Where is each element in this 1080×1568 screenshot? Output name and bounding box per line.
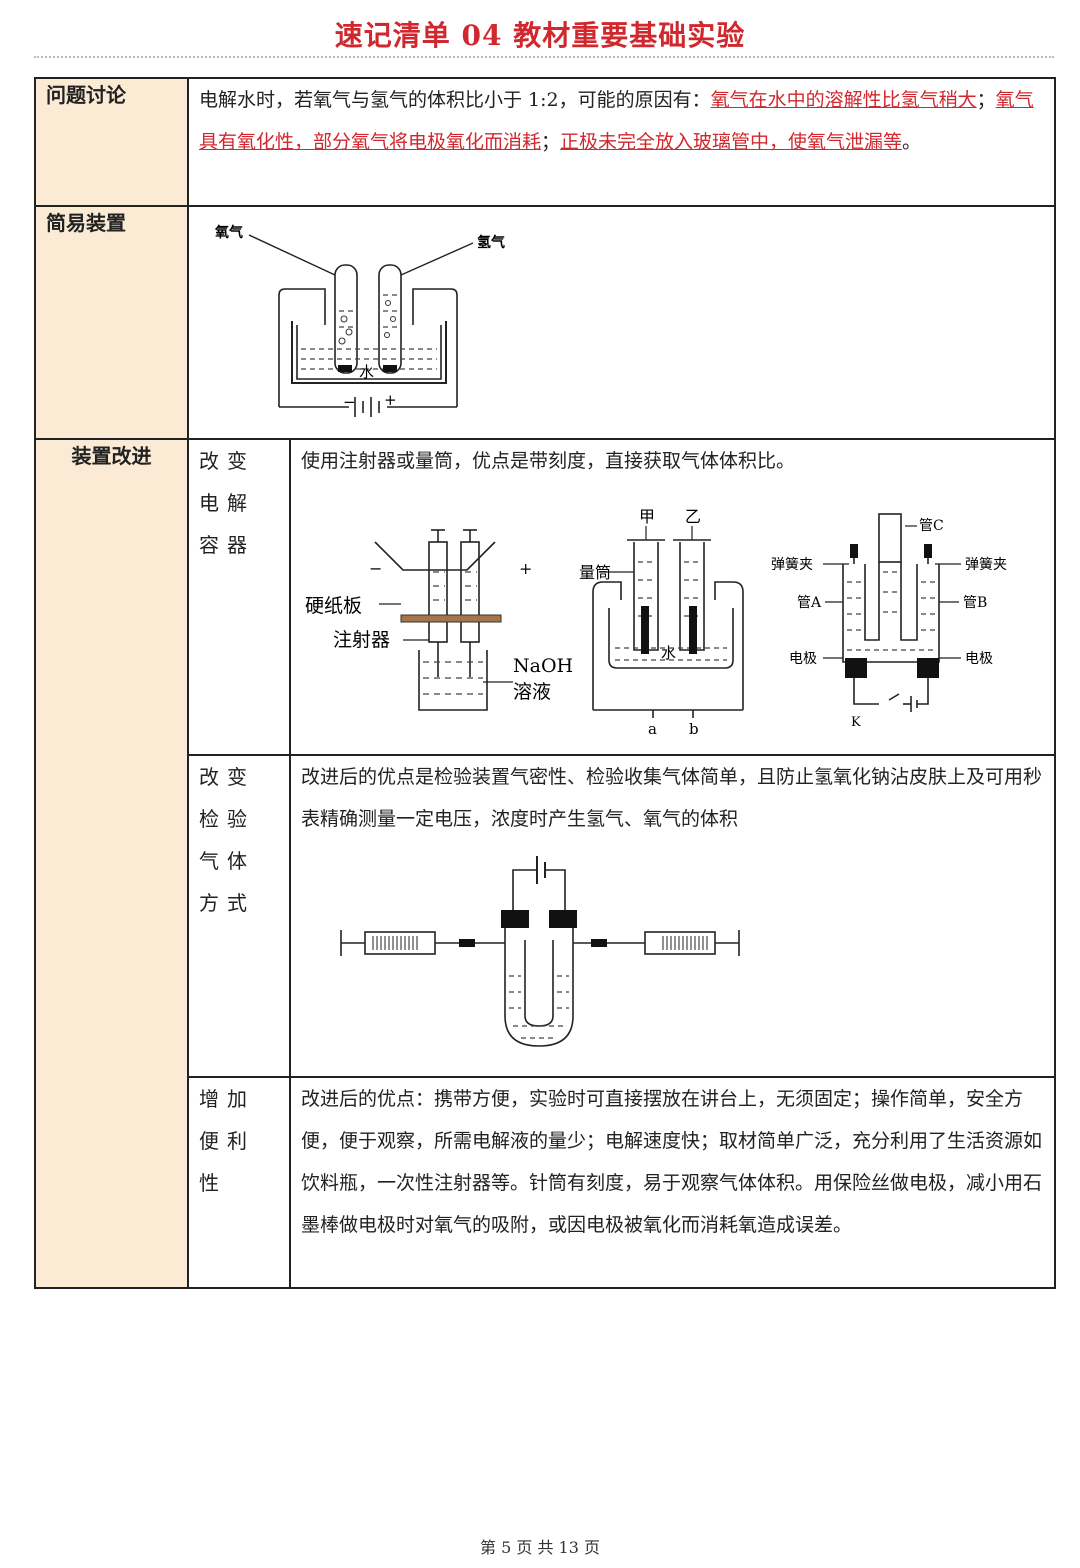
row-label: 问题讨论 <box>46 83 126 107</box>
sub-label: 改变电解容器 <box>199 449 255 557</box>
label-oxygen: 氧气 <box>214 224 243 241</box>
container-content-cell: 使用注射器或量筒，优点是带刻度，直接获取气体体积比。 <box>289 438 1056 756</box>
fig3-tube-c-label: 管C <box>919 518 944 534</box>
row-change-container: 装置改进 改变电解容器 使用注射器或量筒，优点是带刻度，直接获取气体体积比。 <box>34 438 1056 1289</box>
row-label-cell: 问题讨论 <box>34 77 189 207</box>
fig3-tube-a-label: 管A <box>797 595 822 611</box>
row-convenience: 增加便利性 改进后的优点：携带方便，实验时可直接摆放在讲台上，无须固定；操作简单… <box>35 1076 1056 1289</box>
label-positive: + <box>384 391 397 409</box>
fig2-cylinder-label: 量筒 <box>579 563 611 582</box>
row-label-cell: 装置改进 <box>34 438 189 1289</box>
sub-label: 增加便利性 <box>199 1087 255 1195</box>
container-figures: − + 硬纸板 注射器 NaOH 溶液 <box>305 507 1007 738</box>
discussion-prefix: 电解水时，若氧气与氢气的体积比小于 1:2，可能的原因有： <box>199 89 711 111</box>
detection-text: 改进后的优点是检验装置气密性、检验收集气体简单，且防止氢氧化钠沾皮肤上及可用秒表… <box>301 766 1043 830</box>
fig2-water-label: 水 <box>661 644 676 662</box>
row-label-cell: 简易装置 <box>34 205 189 440</box>
fig1-board-label: 硬纸板 <box>305 595 362 617</box>
answer-sep-1: ； <box>976 89 996 111</box>
label-hydrogen: 氢气 <box>477 234 505 251</box>
fig3-k-label: K <box>851 715 861 730</box>
sub-label: 改变检验气体方式 <box>199 765 255 915</box>
fig2-a-label: a <box>648 720 657 738</box>
convenience-text: 改进后的优点：携带方便，实验时可直接摆放在讲台上，无须固定；操作简单，安全方便，… <box>301 1088 1043 1236</box>
sub-label-cell: 增加便利性 <box>187 1076 291 1289</box>
fig1-syringe-label: 注射器 <box>333 629 390 651</box>
fig2-yi-label: 乙 <box>685 507 701 526</box>
answer-sep-2: ； <box>541 131 561 153</box>
row-change-detection: 改变检验气体方式 改进后的优点是检验装置气密性、检验收集气体简单，且防止氢氧化钠… <box>35 754 1056 1078</box>
label-water: 水 <box>359 363 374 381</box>
answer-1: 氧气在水中的溶解性比氢气稍大 <box>710 89 977 111</box>
page-title: 速记清单 04 教材重要基础实验 <box>334 19 746 52</box>
answer-3: 正极未完全放入玻璃管中，使氧气泄漏等 <box>560 131 903 153</box>
page-footer: 第 5 页 共 13 页 <box>480 1538 600 1557</box>
fig2-b-label: b <box>689 720 699 738</box>
fig1-plus: + <box>519 559 532 578</box>
electrolysis-apparatus-figure: 氧气 氢气 水 − + <box>214 224 505 417</box>
fig3-electrode-left-label: 电极 <box>789 651 817 667</box>
answer-2: 氧气具有氧化性，部分氧气将电极氧化而消耗 <box>199 89 1034 153</box>
fig3-tube-b-label: 管B <box>963 595 987 611</box>
detection-content-cell: 改进后的优点是检验装置气密性、检验收集气体简单，且防止氢氧化钠沾皮肤上及可用秒表… <box>289 754 1056 1078</box>
fig3-electrode-right-label: 电极 <box>965 651 993 667</box>
fig2-jia-label: 甲 <box>639 507 655 526</box>
u-tube-syringe-figure <box>340 856 740 1047</box>
row-label: 简易装置 <box>46 211 126 235</box>
row-simple-apparatus: 简易装置 <box>34 205 1056 440</box>
title-divider <box>34 56 1054 58</box>
row-discussion: 问题讨论 电解水时，若氧气与氢气的体积比小于 1:2，可能的原因有：氧气在水中的… <box>34 77 1056 207</box>
discussion-text-cell: 电解水时，若氧气与氢气的体积比小于 1:2，可能的原因有：氧气在水中的溶解性比氢… <box>187 77 1056 207</box>
simple-figure-cell: 氧气 氢气 水 − + <box>187 205 1056 440</box>
row-label: 装置改进 <box>71 444 152 468</box>
sub-label-cell: 改变检验气体方式 <box>187 754 291 1078</box>
sub-label-cell: 改变电解容器 <box>187 438 291 756</box>
discussion-suffix: 。 <box>902 131 922 153</box>
fig1-solution-label: 溶液 <box>513 681 551 703</box>
fig1-naoh-label: NaOH <box>513 655 573 677</box>
fig3-clip-right-label: 弹簧夹 <box>965 557 1007 573</box>
fig3-clip-left-label: 弹簧夹 <box>771 557 813 573</box>
discussion-paragraph: 电解水时，若氧气与氢气的体积比小于 1:2，可能的原因有：氧气在水中的溶解性比氢… <box>189 79 1054 163</box>
container-text: 使用注射器或量筒，优点是带刻度，直接获取气体体积比。 <box>301 450 796 472</box>
experiment-table: 问题讨论 电解水时，若氧气与氢气的体积比小于 1:2，可能的原因有：氧气在水中的… <box>34 77 1056 1289</box>
fig1-minus: − <box>369 559 382 578</box>
label-negative: − <box>343 393 356 411</box>
convenience-content-cell: 改进后的优点：携带方便，实验时可直接摆放在讲台上，无须固定；操作简单，安全方便，… <box>289 1076 1056 1289</box>
